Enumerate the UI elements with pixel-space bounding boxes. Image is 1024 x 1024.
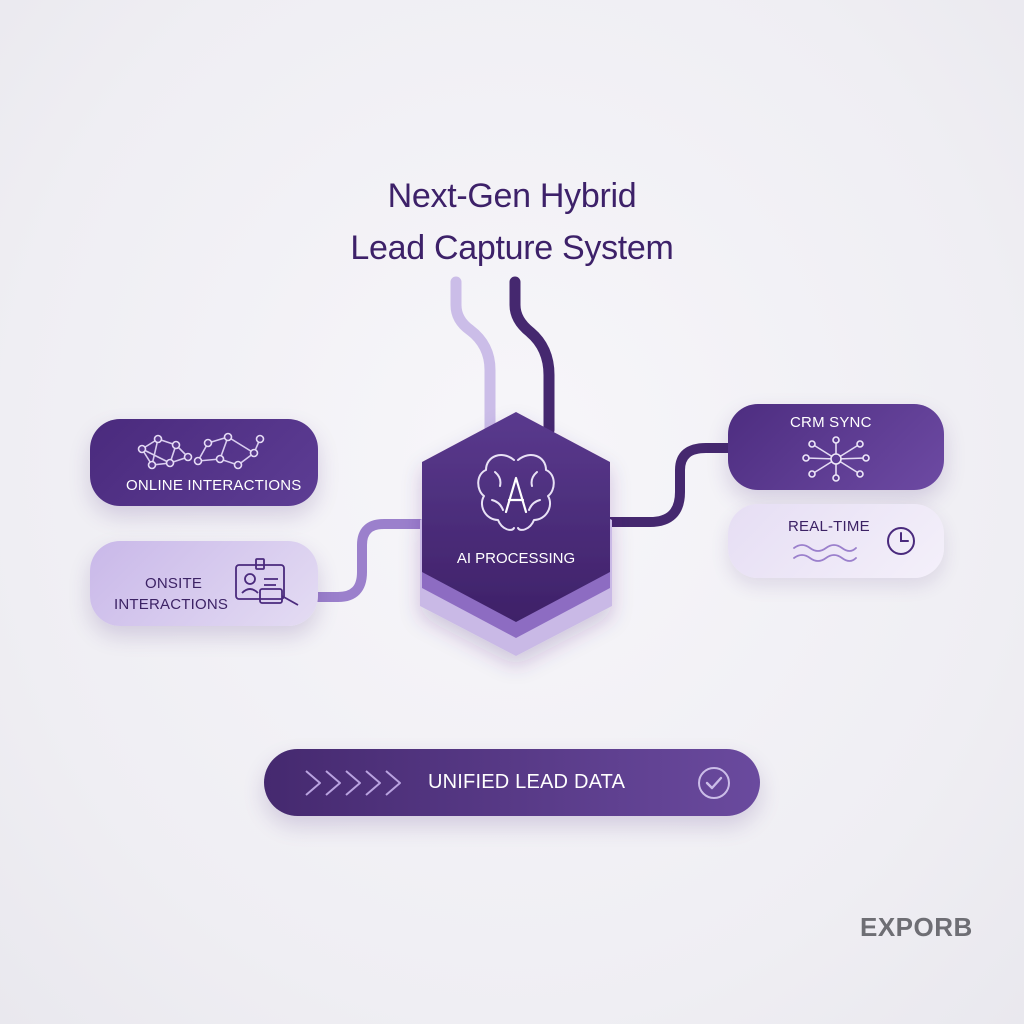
chevrons-icon <box>305 770 401 796</box>
ai-processing-hexagon <box>422 412 610 622</box>
check-circle-icon <box>698 767 730 799</box>
title-line-2: Lead Capture System <box>350 229 674 267</box>
brand-logo: EXPORB <box>860 912 973 942</box>
online-interactions-label: ONLINE INTERACTIONS <box>126 477 302 494</box>
onsite-interactions-node: ONSITE INTERACTIONS <box>90 541 318 626</box>
hub-icon <box>802 436 870 482</box>
onsite-label-line2: INTERACTIONS <box>114 596 229 613</box>
connector-top-light <box>450 276 496 436</box>
online-interactions-node: ONLINE INTERACTIONS <box>90 419 318 506</box>
wave-icon <box>793 544 857 562</box>
connector-crm <box>600 443 735 527</box>
crm-sync-label: CRM SYNC <box>790 414 872 431</box>
onsite-label-line1: ONSITE <box>145 575 203 592</box>
unified-lead-data-bar: UNIFIED LEAD DATA <box>264 749 760 816</box>
real-time-label: REAL-TIME <box>788 518 870 535</box>
crm-sync-node: CRM SYNC <box>728 404 944 490</box>
connector-top-dark <box>509 276 555 436</box>
diagram-title: Next-Gen Hybrid Lead Capture System <box>0 170 1024 274</box>
clock-icon <box>887 527 915 555</box>
title-line-1: Next-Gen Hybrid <box>387 177 637 215</box>
unified-lead-data-label: UNIFIED LEAD DATA <box>428 771 626 793</box>
network-graph-icon <box>137 432 265 470</box>
brain-icon <box>477 454 555 531</box>
badge-scan-icon <box>235 558 299 606</box>
real-time-node: REAL-TIME <box>728 504 944 578</box>
ai-processing-label: AI PROCESSING <box>456 550 576 567</box>
connector-onsite <box>313 519 435 602</box>
